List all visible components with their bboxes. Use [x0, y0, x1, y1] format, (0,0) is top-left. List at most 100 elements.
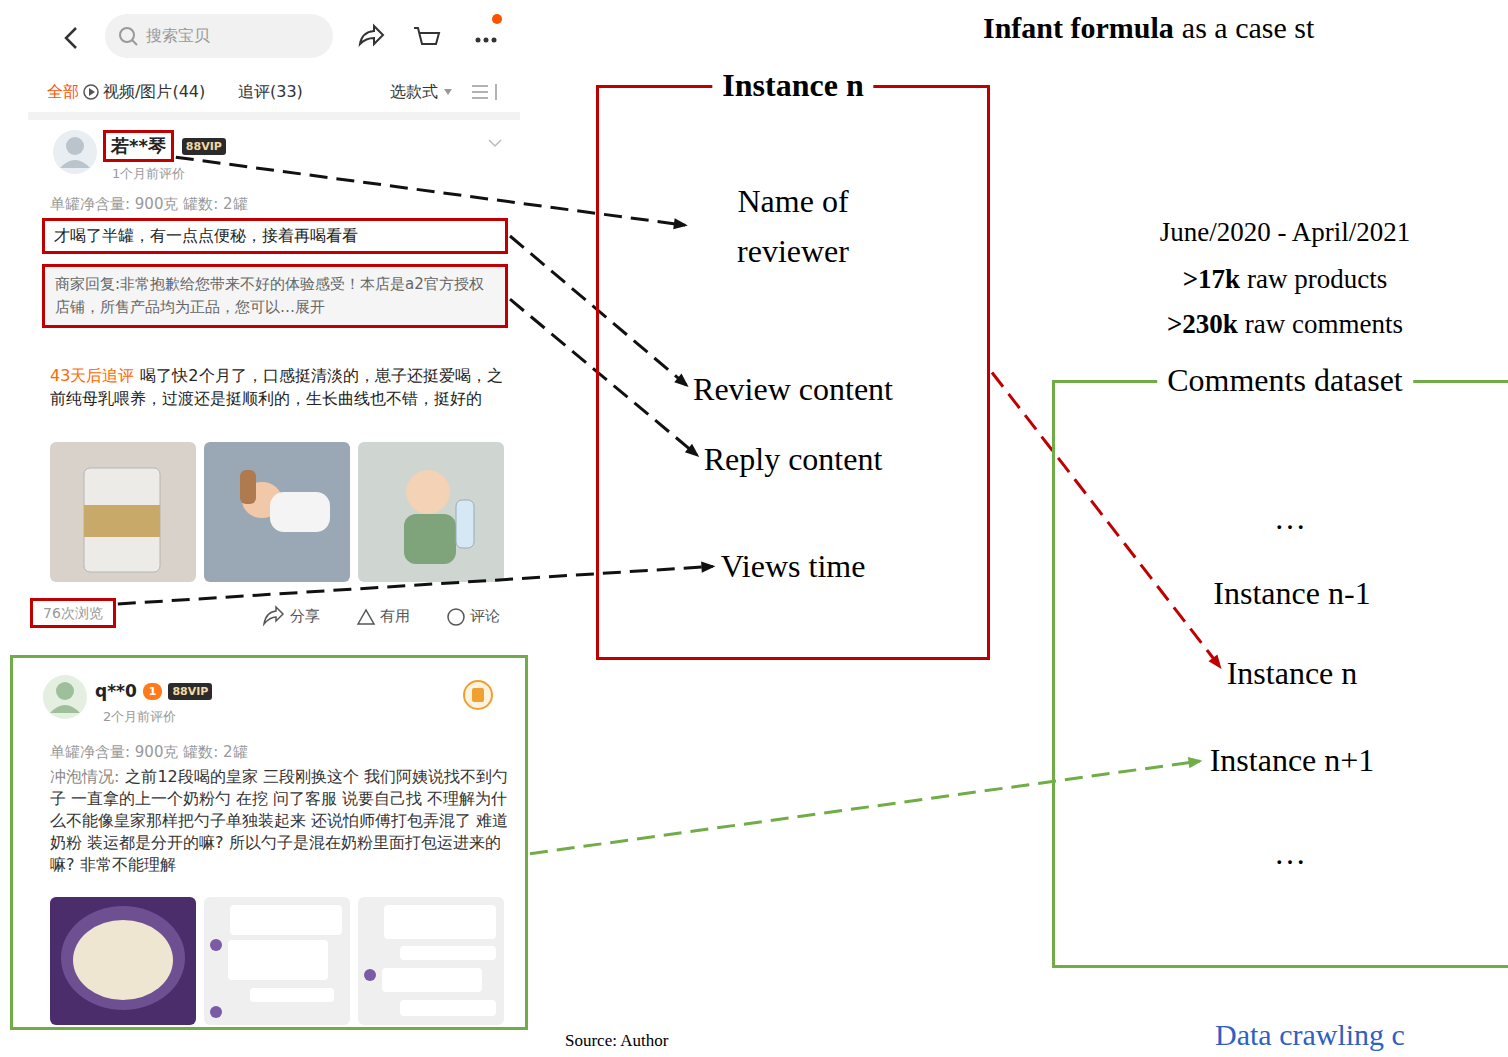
more-icon: [476, 38, 481, 43]
baby-bottle: [240, 470, 256, 504]
review-date: 2个月前评价: [103, 708, 176, 726]
follow-up-review: 43天后追评喝了快2个月了，口感挺清淡的，崽子还挺爱喝，之前纯母乳喂养，过渡还是…: [50, 364, 512, 410]
instance-item: Instance n-1: [1213, 571, 1370, 615]
field-item: Views time: [721, 544, 866, 588]
reviewer-row: q**0188VIP: [95, 680, 212, 702]
notice-dot: [492, 14, 502, 24]
action-label: 评论: [470, 607, 500, 626]
avatar: [50, 705, 80, 713]
chevron-icon: [489, 140, 501, 146]
review-text: 才喝了半罐，有一点点便秘，接着再喝看看: [54, 225, 496, 247]
formula-can: [61, 906, 185, 1010]
chat-bubble: [400, 1000, 496, 1016]
avatar: [43, 675, 87, 719]
source-note: Source: Author: [565, 1030, 668, 1052]
dashed-arrow: [530, 761, 1200, 854]
action-label: 分享: [290, 607, 320, 626]
date-range: June/2020 - April/2021: [1160, 215, 1411, 249]
chat-avatar: [364, 969, 376, 981]
back-icon: [66, 28, 76, 48]
search-icon: [120, 28, 134, 42]
avatar: [53, 130, 97, 174]
heading-text: as a case st: [1182, 11, 1314, 44]
chat-avatar: [210, 939, 222, 951]
level-badge: 1: [143, 683, 163, 700]
instance-box: Instance nName of reviewerReview content…: [596, 85, 990, 660]
filter-icon: [472, 91, 488, 93]
chat-bubble: [400, 946, 496, 960]
formula-can: [84, 468, 160, 572]
review-date: 1个月前评价: [112, 165, 185, 183]
stat-number: >230k: [1167, 309, 1238, 339]
review-box: q**0188VIP冲泡情况:之前12段喝的皇家 三段刚换这个 我们阿姨说找不到…: [10, 655, 528, 1030]
review-prefix: 冲泡情况:: [50, 767, 119, 786]
ellipsis: …: [1274, 831, 1306, 875]
highlight-box: 76次浏览: [30, 598, 116, 628]
instance-item: Instance n: [1227, 651, 1358, 695]
view-count: 76次浏览: [43, 604, 103, 622]
cart-icon: [414, 28, 439, 44]
phone-screen: [28, 0, 520, 650]
useful-icon: [358, 610, 374, 624]
search-icon: [132, 40, 137, 45]
search-box: [105, 14, 333, 58]
instance-item: Instance n+1: [1210, 738, 1375, 782]
highlight-box: 才喝了半罐，有一点点便秘，接着再喝看看: [42, 218, 508, 254]
review-text: 冲泡情况:之前12段喝的皇家 三段刚换这个 我们阿姨说找不到勺子 一直拿的上一个…: [50, 766, 512, 876]
ellipsis: …: [1274, 496, 1306, 540]
tab-label: 追评(33): [238, 82, 303, 103]
node-text: Reply content: [704, 437, 883, 481]
box-heading: Comments dataset: [1157, 358, 1413, 402]
badge-icon: [464, 681, 492, 709]
vip-badge: 88VIP: [182, 138, 226, 155]
baby-figure: [404, 514, 456, 564]
tab-label: 视频/图片(44): [103, 82, 205, 103]
baby-figure: [406, 470, 450, 514]
node-text: Review content: [693, 367, 893, 411]
dashed-arrow: [118, 566, 713, 604]
formula-powder: [73, 920, 173, 1000]
dropdown-icon: [444, 89, 452, 95]
highlight-box: 若**琴: [103, 130, 174, 162]
chat-avatar: [210, 1006, 222, 1018]
highlight-box: 商家回复:非常抱歉给您带来不好的体验感受！本店是a2官方授权店铺，所售产品均为正…: [42, 264, 508, 328]
node-text: Instance n: [1227, 651, 1358, 695]
chat-screenshot: [358, 897, 504, 1025]
filter-icon: [472, 85, 488, 87]
comment-icon: [448, 609, 464, 625]
share-icon: [360, 26, 383, 44]
baby-figure: [270, 492, 330, 532]
stat-number: >17k: [1183, 264, 1240, 294]
node-text: Instance n+1: [1210, 738, 1375, 782]
badge-icon: [472, 688, 484, 702]
field-item: Review content: [693, 367, 893, 411]
review-photo: [50, 442, 196, 582]
dashed-arrow: [176, 157, 685, 225]
chat-bubble: [384, 905, 496, 939]
formula-can: [84, 505, 160, 537]
review-photo: [204, 442, 350, 582]
filter-icon: [495, 84, 497, 100]
stat-line: >17kraw products: [1183, 262, 1388, 296]
avatar: [66, 137, 84, 155]
box-heading: Instance n: [712, 63, 873, 107]
baby-bottle: [456, 500, 474, 548]
stat-line: >230kraw comments: [1167, 307, 1403, 341]
video-icon: [89, 88, 95, 96]
chat-bubble: [382, 968, 482, 992]
reply-text: 商家回复:非常抱歉给您带来不好的体验感受！本店是a2官方授权店铺，所售产品均为正…: [55, 273, 495, 319]
filter-icon: [472, 97, 488, 99]
review-photo: [50, 897, 196, 1025]
stat-text: raw products: [1247, 264, 1387, 294]
node-text: Instance n-1: [1213, 571, 1370, 615]
chat-bubble: [228, 940, 328, 980]
tab-label: 全部: [47, 82, 79, 103]
more-icon: [492, 38, 497, 43]
node-text: Views time: [721, 544, 866, 588]
stat-text: raw comments: [1245, 309, 1403, 339]
spec-line: 单罐净含量: 900克 罐数: 2罐: [50, 195, 248, 214]
review-photo: [358, 442, 504, 582]
vip-badge: 88VIP: [168, 683, 212, 700]
field-label: Name of reviewer: [693, 176, 893, 276]
